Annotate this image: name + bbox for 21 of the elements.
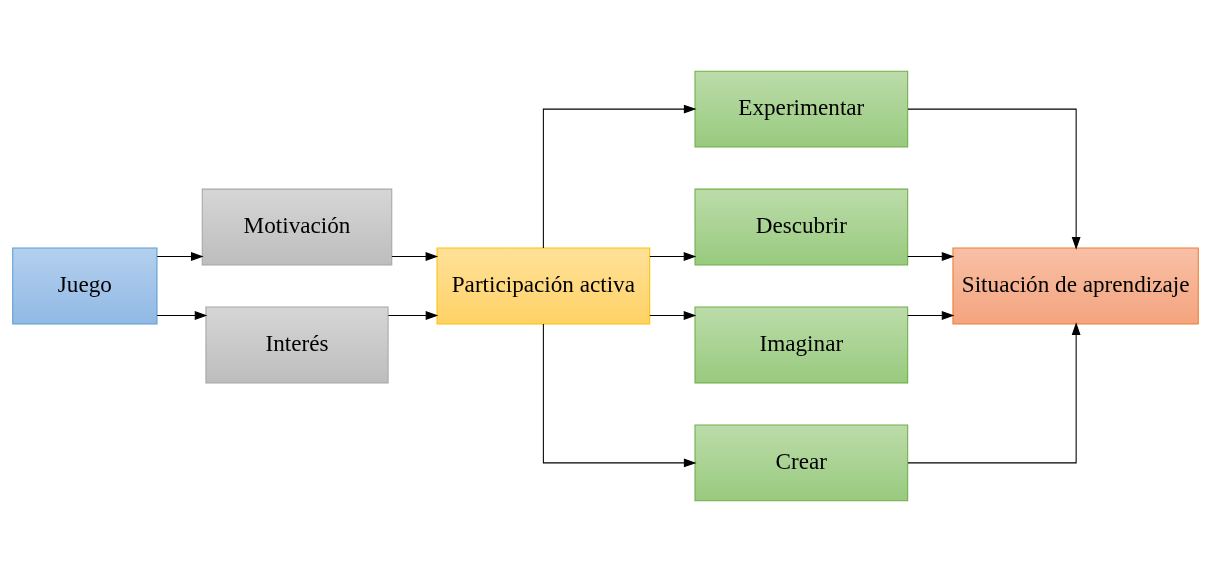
node-box: Interés <box>205 306 389 383</box>
node-box: Experimentar <box>694 70 909 148</box>
arrow <box>907 310 955 320</box>
arrow <box>542 322 697 467</box>
arrow <box>907 108 1081 250</box>
arrow <box>156 251 204 261</box>
node-box: Imaginar <box>694 306 909 383</box>
node-box: Juego <box>12 247 158 324</box>
node-box: Participación activa <box>436 247 651 324</box>
arrow <box>542 104 697 249</box>
arrow <box>156 310 208 320</box>
node-box: Descubrir <box>694 188 909 265</box>
node-box: Crear <box>694 423 909 501</box>
arrow <box>649 310 697 320</box>
arrow <box>907 321 1081 463</box>
arrow <box>387 310 439 320</box>
node-box: Motivación <box>201 188 393 265</box>
arrow <box>907 251 955 261</box>
node-box: Situación de aprendizaje <box>952 247 1199 324</box>
arrow <box>391 251 439 261</box>
arrow <box>649 251 697 261</box>
